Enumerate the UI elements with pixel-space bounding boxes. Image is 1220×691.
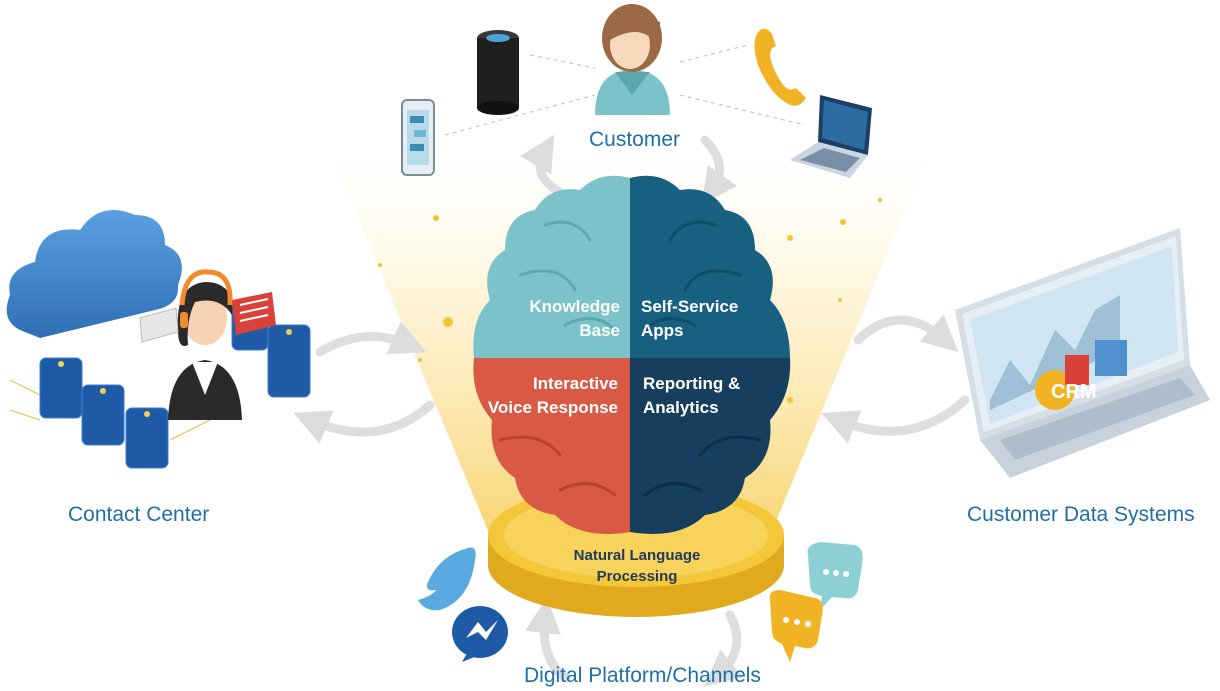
laptop-icon — [790, 95, 872, 178]
reporting-line2: Analytics — [643, 398, 719, 417]
speech-bubble-icon — [769, 542, 863, 662]
arrow-icon — [293, 134, 970, 687]
self-service-line2: Apps — [641, 321, 684, 340]
self-service-label: Self-Service Apps — [641, 295, 781, 343]
reporting-line1: Reporting & — [643, 374, 741, 393]
customer-avatar-icon — [595, 4, 670, 115]
customer-label: Customer — [589, 128, 681, 151]
crm-laptop-icon: CRM — [955, 228, 1210, 478]
contact-center-label: Contact Center — [68, 503, 210, 526]
knowledge-base-line1: Knowledge — [529, 297, 620, 316]
self-service-line1: Self-Service — [641, 297, 739, 316]
customer-data-systems-label: Customer Data Systems — [967, 503, 1195, 526]
reporting-label: Reporting & Analytics — [643, 372, 783, 420]
crm-logo: CRM — [1035, 340, 1127, 410]
chat-bubble-icon — [139, 292, 276, 343]
telephone-icon — [754, 28, 806, 106]
smart-speaker-icon — [477, 30, 519, 115]
customer-connectors — [444, 44, 806, 136]
smartphone-icon — [401, 99, 435, 176]
nlp-line2: Processing — [596, 568, 678, 585]
ivr-line1: Interactive — [532, 374, 618, 393]
brain-diagram — [473, 175, 791, 534]
ivr-label: Interactive Voice Response — [470, 372, 618, 420]
brain-self-service — [630, 175, 790, 358]
agent-headset-icon — [168, 269, 242, 420]
brain-knowledge-base — [473, 175, 630, 358]
knowledge-base-line2: Base — [579, 321, 620, 340]
messenger-icon — [452, 606, 508, 662]
ivr-line2: Voice Response — [487, 398, 618, 417]
nlp-line1: Natural Language — [573, 547, 701, 564]
crm-logo-text: CRM — [1051, 381, 1097, 403]
digital-platform-label: Digital Platform/Channels — [524, 664, 761, 687]
knowledge-base-label: Knowledge Base — [500, 295, 620, 343]
nlp-label: Natural Language Processing — [552, 545, 722, 587]
twitter-icon — [418, 547, 476, 611]
cloud-icon — [6, 210, 182, 338]
